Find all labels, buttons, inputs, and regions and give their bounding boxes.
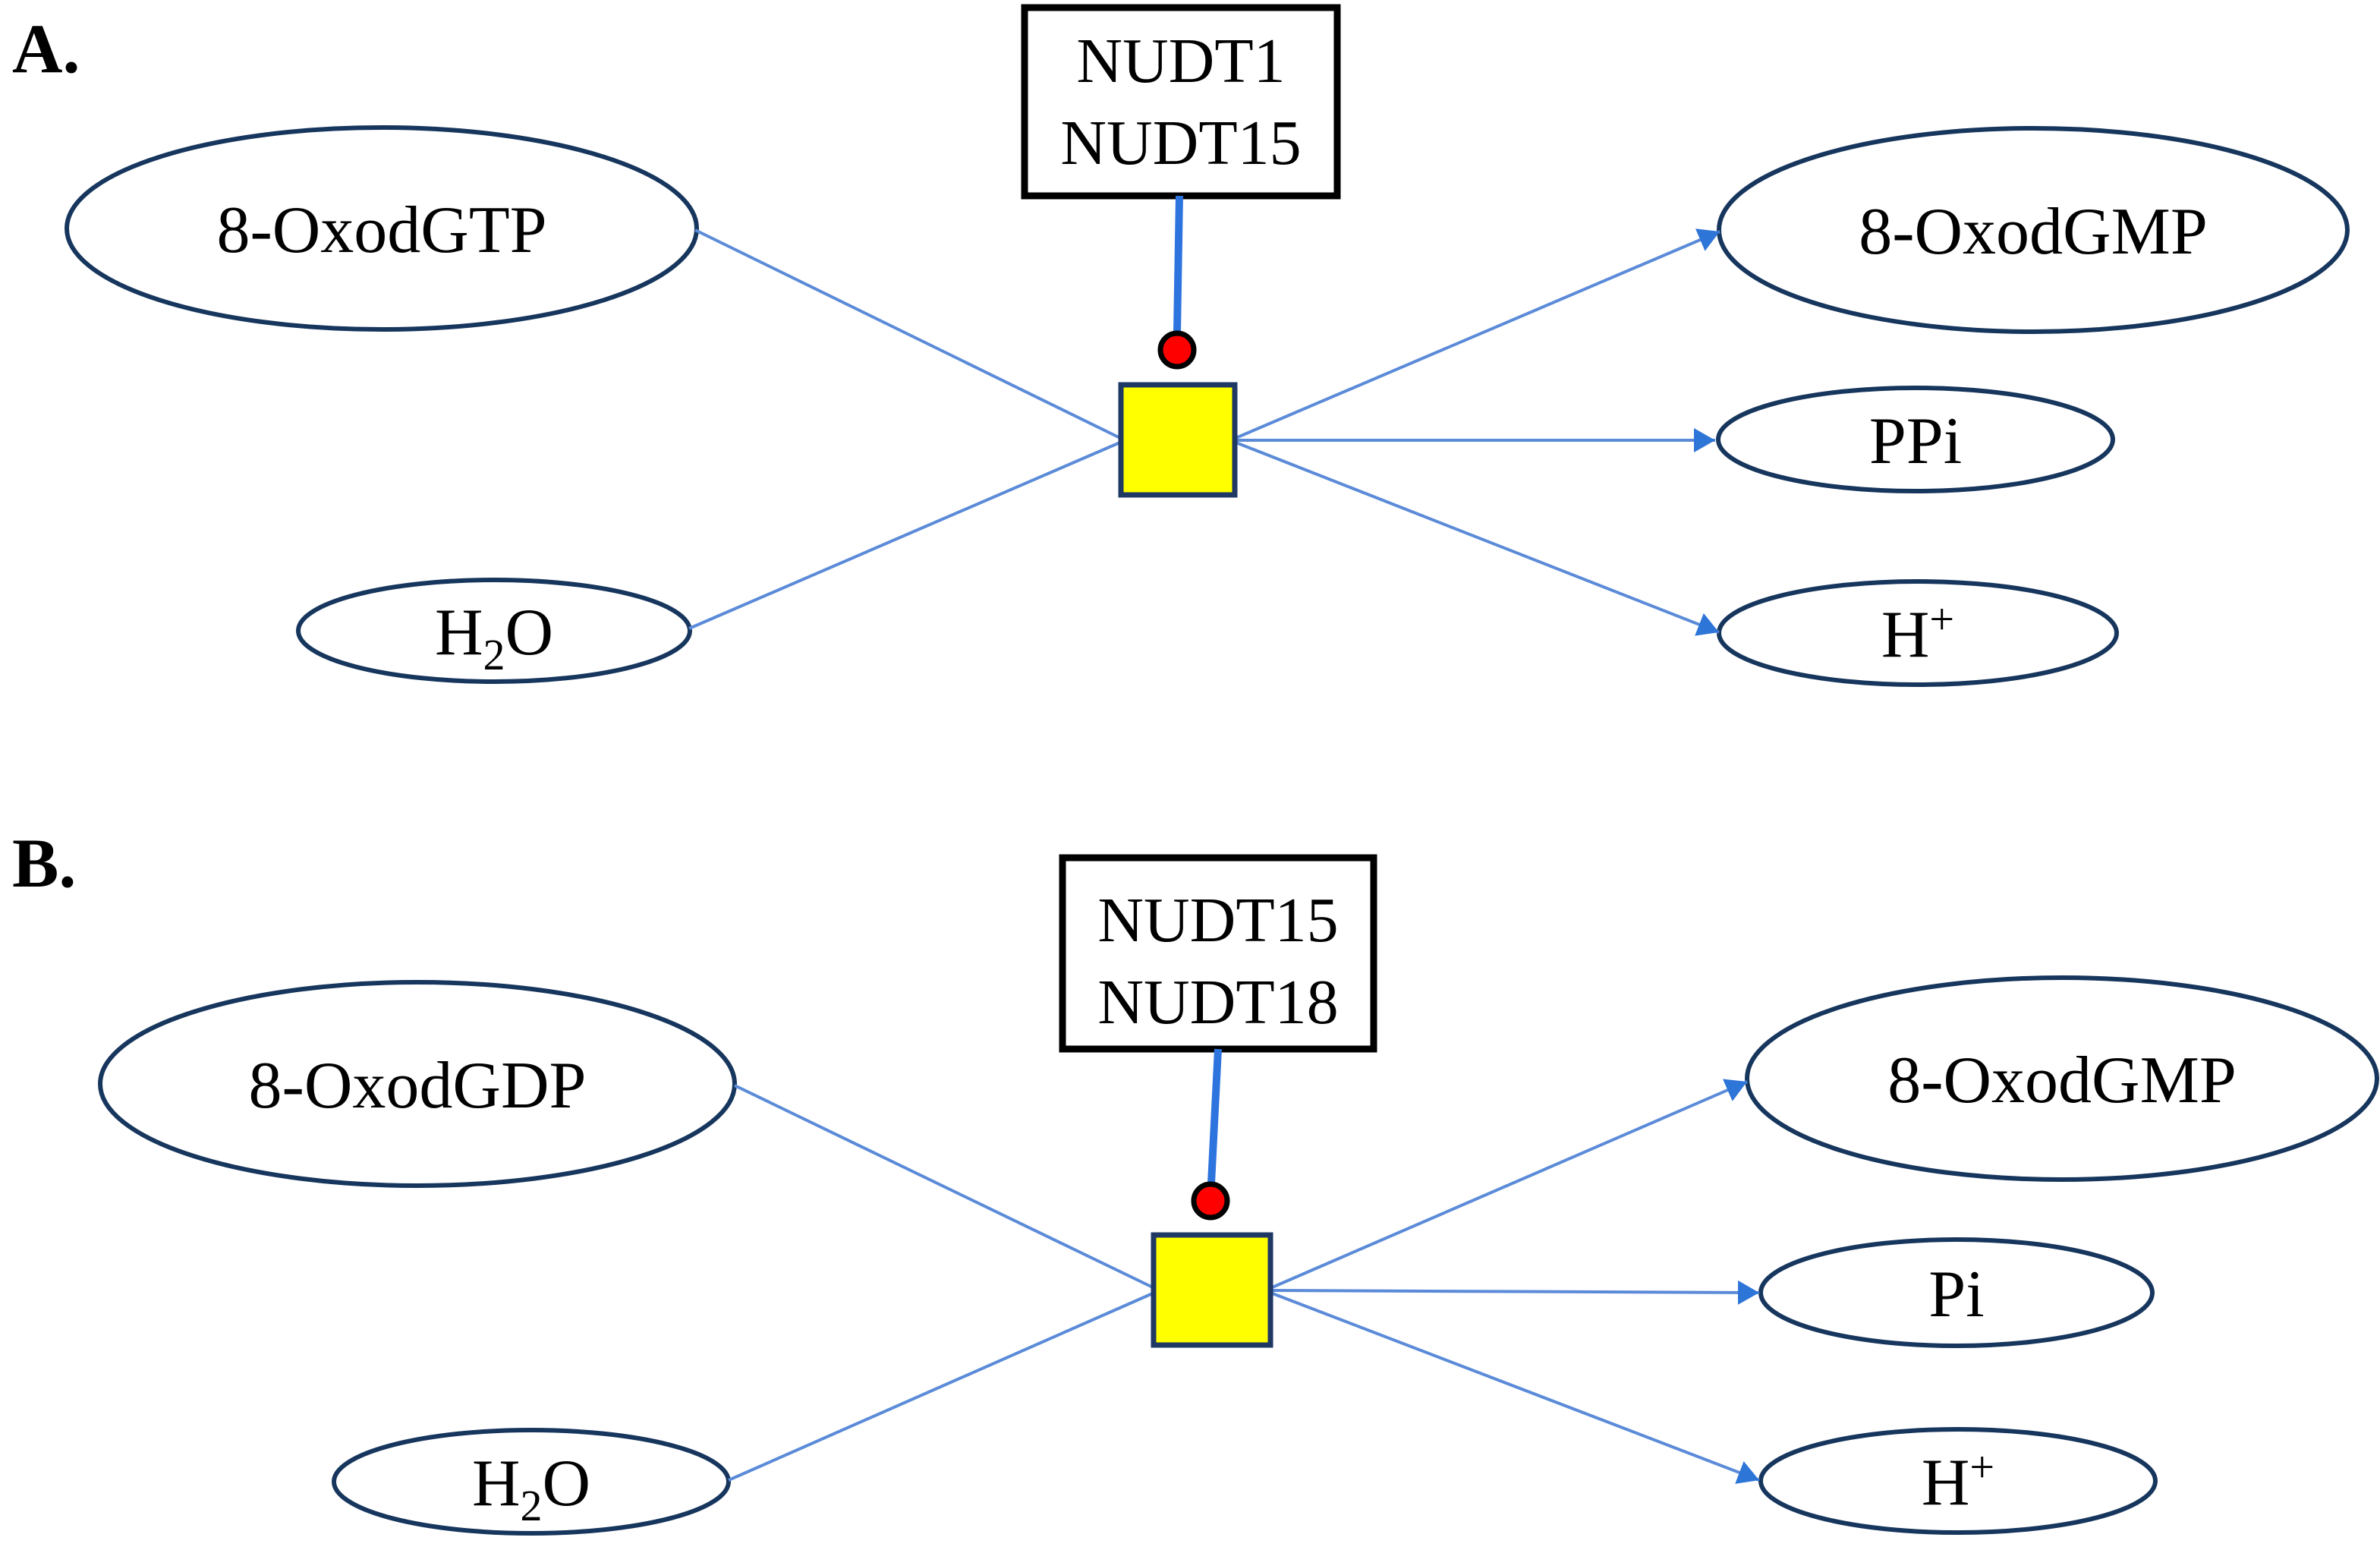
consumption-edge-8-oxodgtp <box>694 228 1122 440</box>
enzyme-box-a <box>1021 4 1341 200</box>
substrate-ellipse-8-oxodgdp <box>98 980 737 1188</box>
process-square-b <box>1151 1232 1273 1348</box>
consumption-edge-water-a <box>688 440 1122 630</box>
substrate-ellipse-water-a <box>296 578 692 684</box>
substrate-ellipse-water-b <box>332 1428 731 1536</box>
catalysis-line-a <box>1173 195 1183 333</box>
product-label-pi: Pi <box>1928 1258 1984 1331</box>
substrate-label-8-oxodgtp: 8-OxodGTP <box>216 194 546 267</box>
panel-a-label: A. <box>12 10 80 87</box>
production-edge-hplus-b <box>1270 1291 1760 1484</box>
enzyme-a-line2: NUDT15 <box>1060 108 1301 178</box>
enzyme-b-line2: NUDT18 <box>1097 967 1338 1038</box>
production-edge-hplus-a <box>1233 440 1720 636</box>
product-label-8-oxodgmp-a: 8-OxodGMP <box>1859 195 2208 269</box>
substrate-label-8-oxodgdp: 8-OxodGDP <box>249 1049 587 1123</box>
process-square-a <box>1118 382 1238 498</box>
substrate-label-water-b: H2O <box>472 1447 590 1530</box>
product-ellipse-hplus-a <box>1717 579 2119 687</box>
product-label-8-oxodgmp-b: 8-OxodGMP <box>1887 1044 2237 1117</box>
enzyme-a-line1: NUDT1 <box>1076 26 1285 96</box>
product-ellipse-pi <box>1758 1237 2155 1348</box>
panel-b: B. NUDT15 NUDT18 8-OxodGDP H2O 8-OxodGMP… <box>12 824 2379 1536</box>
panel-b-label: B. <box>12 824 76 902</box>
catalysis-dot-b <box>1191 1181 1230 1221</box>
product-label-ppi: PPi <box>1869 405 1962 478</box>
production-edge-8-oxodgmp-a <box>1233 228 1720 440</box>
panel-a: A. NUDT1 NUDT15 8-OxodGTP H2O 8-OxodGMP … <box>12 4 2350 687</box>
substrate-label-water-a: H2O <box>435 596 553 679</box>
consumption-edge-8-oxodgdp <box>734 1084 1155 1290</box>
product-ellipse-8-oxodgmp-b <box>1745 975 2379 1182</box>
product-ellipse-hplus-b <box>1758 1427 2158 1535</box>
product-ellipse-ppi <box>1716 386 2115 493</box>
production-edge-pi <box>1270 1280 1760 1305</box>
enzyme-box-b <box>1059 854 1377 1053</box>
consumption-edge-water-b <box>728 1291 1155 1482</box>
product-label-hplus-b: H+ <box>1922 1442 1994 1520</box>
production-edge-8-oxodgmp-b <box>1270 1079 1748 1290</box>
catalysis-line-b <box>1207 1048 1222 1184</box>
catalysis-dot-a <box>1157 330 1197 370</box>
substrate-ellipse-8-oxodgtp <box>65 125 699 332</box>
enzyme-b-line1: NUDT15 <box>1097 885 1338 956</box>
product-label-hplus-a: H+ <box>1881 594 1954 672</box>
